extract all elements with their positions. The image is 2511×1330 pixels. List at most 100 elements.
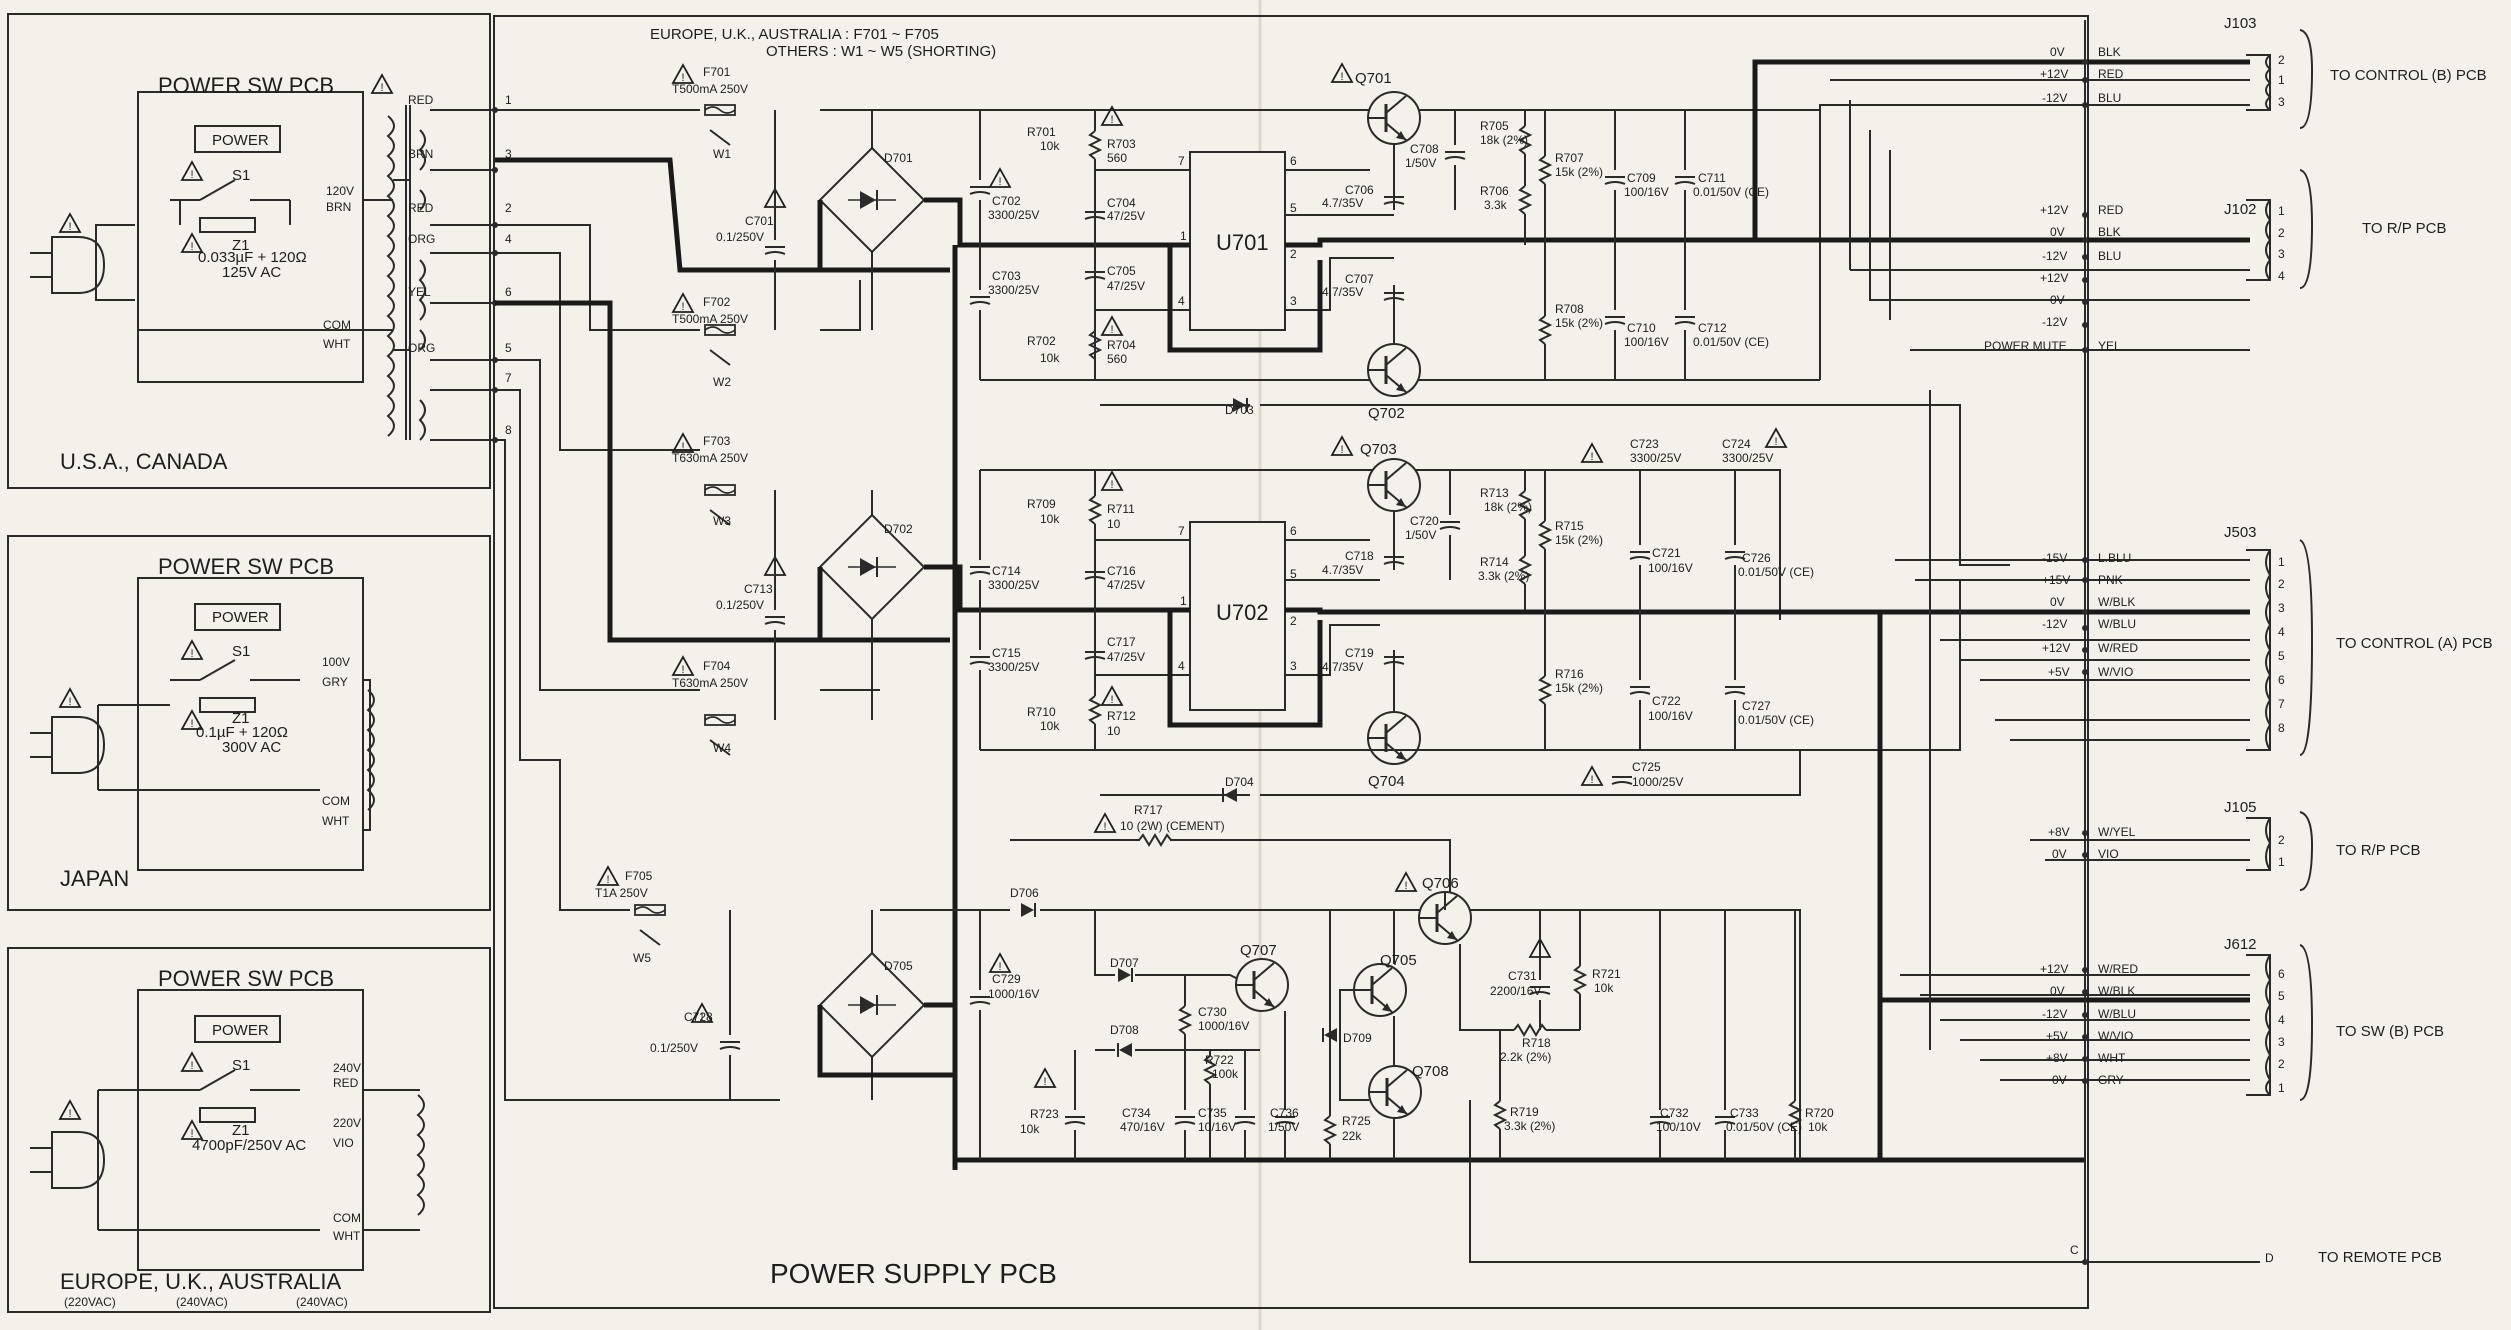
svg-text:TO REMOTE PCB: TO REMOTE PCB — [2318, 1249, 2442, 1266]
rail-terminal-dots — [2082, 59, 2088, 1265]
svg-text:100/16V: 100/16V — [1624, 335, 1669, 349]
svg-text:6: 6 — [1290, 154, 1297, 168]
svg-text:0.01/50V (CE): 0.01/50V (CE) — [1738, 565, 1814, 579]
svg-text:7: 7 — [1178, 524, 1185, 538]
svg-text:-12V: -12V — [2042, 315, 2067, 329]
svg-text:RED: RED — [408, 93, 434, 107]
svg-text:W1: W1 — [713, 147, 731, 161]
small-cap-labels: C701 0.1/250V C713 0.1/250V C728 0.1/250… — [650, 214, 774, 1055]
svg-text:8: 8 — [505, 423, 512, 437]
svg-text:18k (2%): 18k (2%) — [1480, 133, 1528, 147]
svg-text:0V: 0V — [2050, 984, 2065, 998]
svg-text:R707: R707 — [1555, 151, 1584, 165]
svg-text:5: 5 — [2278, 989, 2285, 1003]
svg-text:4: 4 — [505, 232, 512, 246]
svg-text:C722: C722 — [1652, 694, 1681, 708]
svg-text:R713: R713 — [1480, 486, 1509, 500]
svg-text:C: C — [2070, 1243, 2079, 1257]
tap-com-color: WHT — [333, 1229, 361, 1243]
svg-text:6: 6 — [1290, 524, 1297, 538]
svg-text:BLK: BLK — [2098, 45, 2121, 59]
svg-text:1000/25V: 1000/25V — [1632, 775, 1683, 789]
connector-j612 — [2246, 944, 2314, 1101]
svg-text:TO SW (B) PCB: TO SW (B) PCB — [2336, 1023, 2444, 1040]
svg-text:0V: 0V — [2050, 225, 2065, 239]
svg-text:D703: D703 — [1225, 403, 1254, 417]
svg-text:18k (2%): 18k (2%) — [1484, 500, 1532, 514]
svg-text:6: 6 — [2278, 673, 2285, 687]
svg-text:1/50V: 1/50V — [1405, 528, 1436, 542]
svg-text:R714: R714 — [1480, 555, 1509, 569]
tap-com-color: WHT — [323, 337, 351, 351]
svg-text:100/16V: 100/16V — [1624, 185, 1669, 199]
svg-text:15k (2%): 15k (2%) — [1555, 316, 1603, 330]
svg-text:BLU: BLU — [2098, 249, 2121, 263]
svg-text:3300/25V: 3300/25V — [1630, 451, 1681, 465]
svg-text:+15V: +15V — [2042, 573, 2070, 587]
svg-text:0.01/50V (CE): 0.01/50V (CE) — [1726, 1120, 1802, 1134]
svg-text:2: 2 — [2278, 833, 2285, 847]
svg-text:W3: W3 — [713, 514, 731, 528]
svg-text:15k (2%): 15k (2%) — [1555, 165, 1603, 179]
svg-text:3300/25V: 3300/25V — [988, 208, 1039, 222]
svg-text:3.3k (2%): 3.3k (2%) — [1504, 1119, 1555, 1133]
svg-text:R709: R709 — [1027, 497, 1056, 511]
svg-text:0V: 0V — [2050, 293, 2065, 307]
svg-text:C704: C704 — [1107, 196, 1136, 210]
svg-text:1: 1 — [2278, 204, 2285, 218]
svg-text:C706: C706 — [1345, 183, 1374, 197]
region-sub: (240VAC) — [176, 1295, 228, 1309]
region-label: U.S.A., CANADA — [60, 449, 228, 474]
svg-text:C709: C709 — [1627, 171, 1656, 185]
svg-text:C736: C736 — [1270, 1106, 1299, 1120]
svg-text:15k (2%): 15k (2%) — [1555, 681, 1603, 695]
region-sub: (220VAC) — [64, 1295, 116, 1309]
svg-text:1: 1 — [2278, 555, 2285, 569]
svg-text:0.01/50V (CE): 0.01/50V (CE) — [1738, 713, 1814, 727]
svg-text:15k (2%): 15k (2%) — [1555, 533, 1603, 547]
svg-text:10k: 10k — [1040, 139, 1060, 153]
svg-text:C733: C733 — [1730, 1106, 1759, 1120]
svg-text:R725: R725 — [1342, 1114, 1371, 1128]
svg-text:GRY: GRY — [2098, 1073, 2124, 1087]
svg-text:10k: 10k — [1808, 1120, 1828, 1134]
svg-text:C728: C728 — [684, 1010, 713, 1024]
svg-text:8: 8 — [2278, 721, 2285, 735]
svg-text:+12V: +12V — [2040, 203, 2068, 217]
svg-text:W/RED: W/RED — [2098, 641, 2138, 655]
svg-text:U702: U702 — [1216, 600, 1269, 625]
svg-text:R716: R716 — [1555, 667, 1584, 681]
svg-text:C718: C718 — [1345, 549, 1374, 563]
svg-text:R704: R704 — [1107, 338, 1136, 352]
svg-text:3: 3 — [2278, 1035, 2285, 1049]
svg-text:3: 3 — [1290, 294, 1297, 308]
svg-text:R711: R711 — [1107, 502, 1135, 516]
svg-text:3300/25V: 3300/25V — [1722, 451, 1773, 465]
svg-text:1: 1 — [2278, 855, 2285, 869]
svg-text:C719: C719 — [1345, 646, 1374, 660]
svg-text:W2: W2 — [713, 375, 731, 389]
svg-text:+12V: +12V — [2040, 271, 2068, 285]
svg-text:C707: C707 — [1345, 272, 1374, 286]
svg-text:D701: D701 — [884, 151, 913, 165]
svg-text:2.2k (2%): 2.2k (2%) — [1500, 1050, 1551, 1064]
power-supply-pcb-outline — [493, 15, 2089, 1309]
svg-text:D702: D702 — [884, 522, 913, 536]
svg-text:1/50V: 1/50V — [1268, 1120, 1299, 1134]
svg-text:+5V: +5V — [2048, 665, 2070, 679]
svg-text:3.3k (2%): 3.3k (2%) — [1478, 569, 1529, 583]
svg-text:3300/25V: 3300/25V — [988, 283, 1039, 297]
svg-text:0V: 0V — [2050, 595, 2065, 609]
svg-text:6: 6 — [505, 285, 512, 299]
svg-text:J103: J103 — [2224, 15, 2257, 32]
region-label: JAPAN — [60, 866, 129, 891]
svg-text:F702: F702 — [703, 295, 731, 309]
svg-text:4.7/35V: 4.7/35V — [1322, 196, 1363, 210]
svg-text:C715: C715 — [992, 646, 1021, 660]
svg-text:4: 4 — [2278, 269, 2285, 283]
svg-text:W/BLU: W/BLU — [2098, 617, 2136, 631]
transistor-q705 — [1352, 962, 1408, 1018]
svg-text:D: D — [2265, 1251, 2274, 1265]
